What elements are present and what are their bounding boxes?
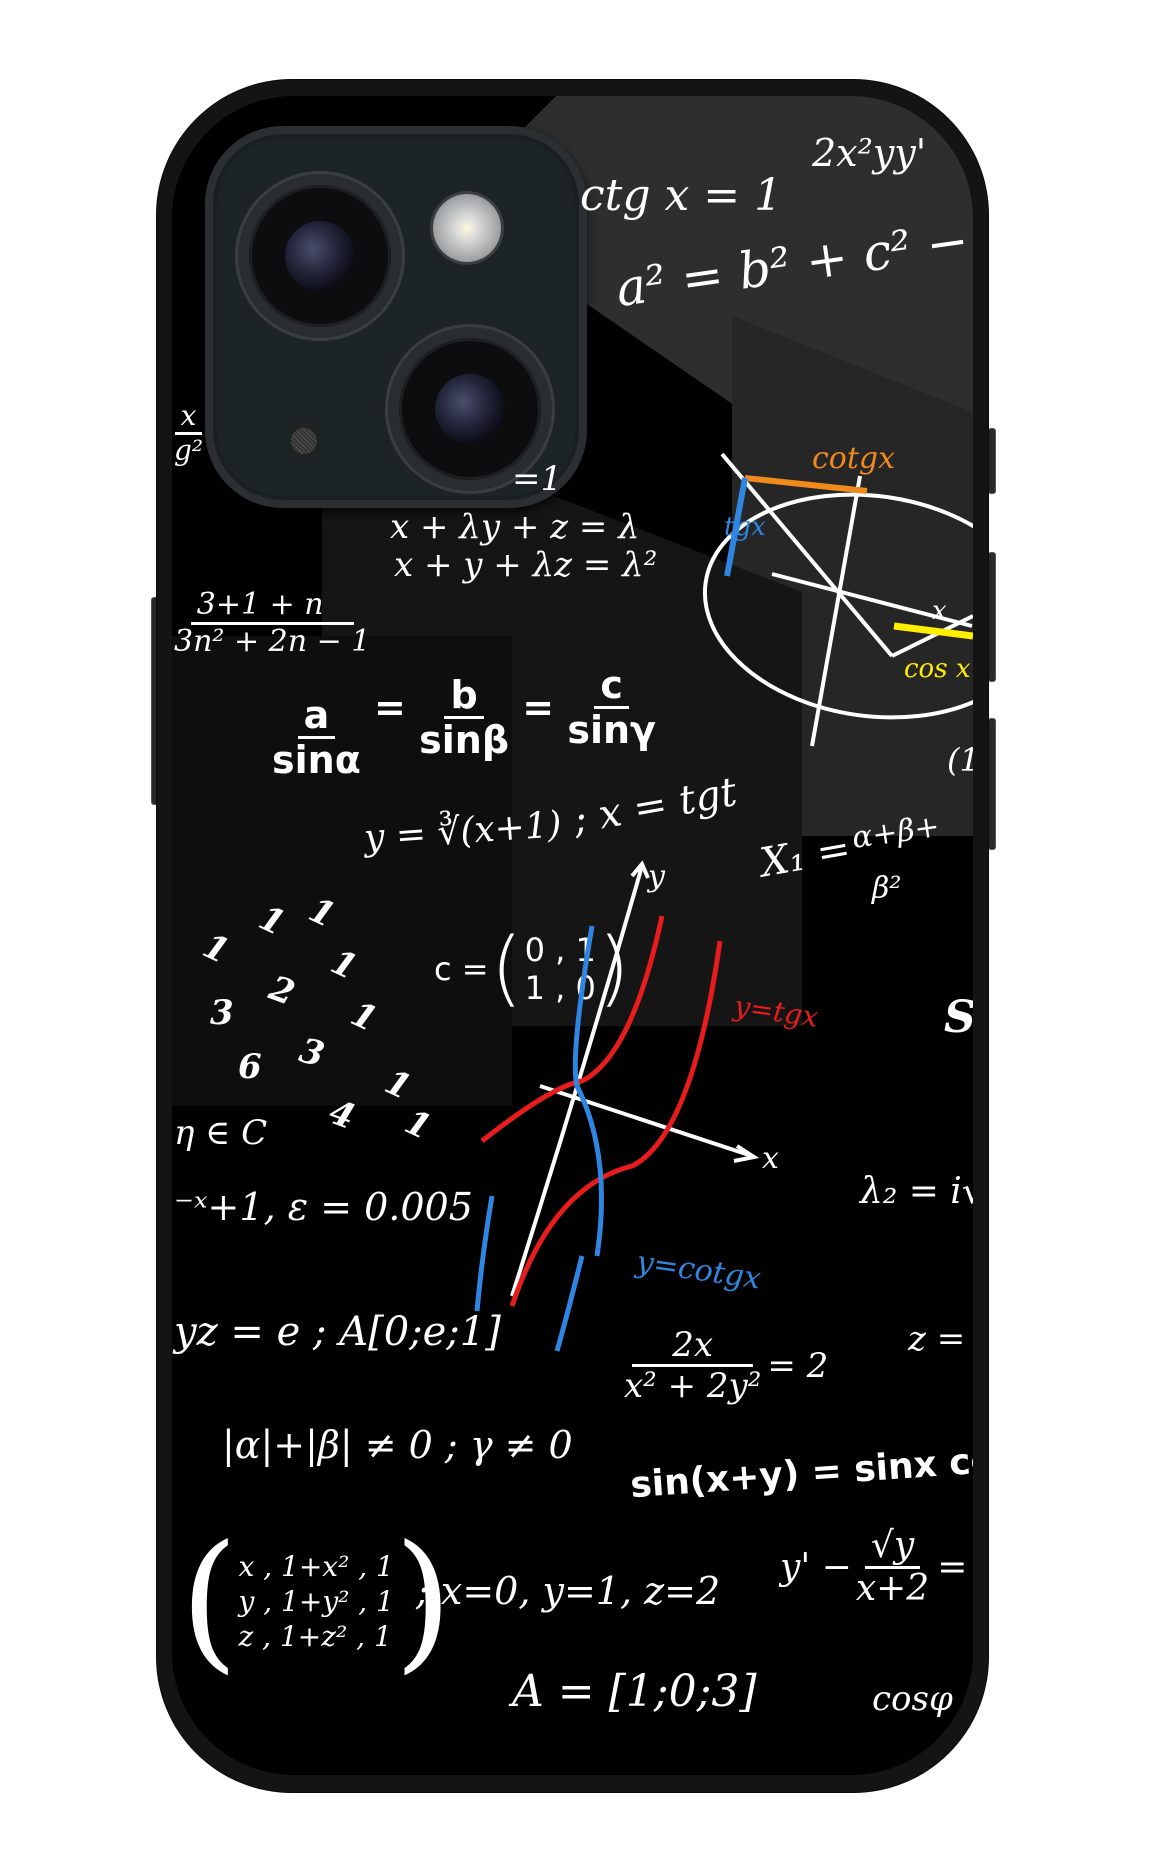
right-volume-up-button (988, 552, 996, 682)
formula-lambda2: λ₂ = i√ (860, 1171, 973, 1212)
formula-s: S (944, 992, 973, 1043)
number-triangle-digit: 3 (210, 993, 234, 1033)
formula-ctg: ctg x = 1 (580, 170, 783, 221)
phone-case: ctg x = 1 2x²yy' a² = b² + c² − 2b xg² =… (157, 80, 988, 1792)
case-print-area: ctg x = 1 2x²yy' a² = b² + c² − 2b xg² =… (172, 96, 973, 1775)
unit-circle-diagram (702, 452, 973, 747)
formula-2x2yy: 2x²yy' (812, 131, 927, 175)
unit-circle-x-label: x (932, 596, 947, 626)
formula-abs-inequality: |α|+|β| ≠ 0 ; γ ≠ 0 (222, 1423, 573, 1467)
right-action-button (988, 428, 996, 494)
formula-beta-sq: β² (872, 871, 902, 906)
number-triangle-digit: 6 (238, 1047, 262, 1087)
formula-eq-one: =1 (512, 459, 563, 499)
formula-system-row1: x + λy + z = λ (390, 507, 640, 547)
formula-z-eq: z = (908, 1319, 966, 1359)
camera-module (205, 126, 587, 508)
formula-system-row2: x + y + λz = λ² (394, 545, 658, 585)
right-volume-down-button (988, 718, 996, 850)
background-band (172, 636, 512, 1106)
formula-a-vector: A = [1;0;3] (512, 1666, 757, 1717)
unit-circle-tg-label: tgx (724, 512, 766, 542)
ultrawide-camera-lens (385, 324, 555, 494)
formula-cos-phi: cosφ = (872, 1679, 973, 1719)
microphone-icon (291, 428, 317, 454)
unit-circle-cotg-label: cotgx (812, 441, 896, 476)
formula-paren-one: (1 (947, 741, 973, 779)
graph-x-axis-label: x (762, 1141, 779, 1176)
formula-epsilon: ⁻ˣ+1, ε = 0.005 (174, 1185, 473, 1229)
flash-icon (433, 194, 501, 262)
formula-xyz-values: ; x=0, y=1, z=2 (416, 1569, 721, 1613)
unit-circle-cos-label: cos x (904, 654, 971, 684)
formula-yz-e: yz = e ; A[0;e;1] (174, 1309, 501, 1355)
tangent-graph-diagram (474, 860, 760, 1352)
main-camera-lens (235, 171, 405, 341)
formula-big-matrix: ( x , 1+x² , 1 y , 1+y² , 1 z , 1+z² , 1… (180, 1514, 453, 1688)
formula-eta-in-c: η ∈ C (174, 1113, 268, 1153)
graph-y-axis-label: y (648, 859, 665, 894)
